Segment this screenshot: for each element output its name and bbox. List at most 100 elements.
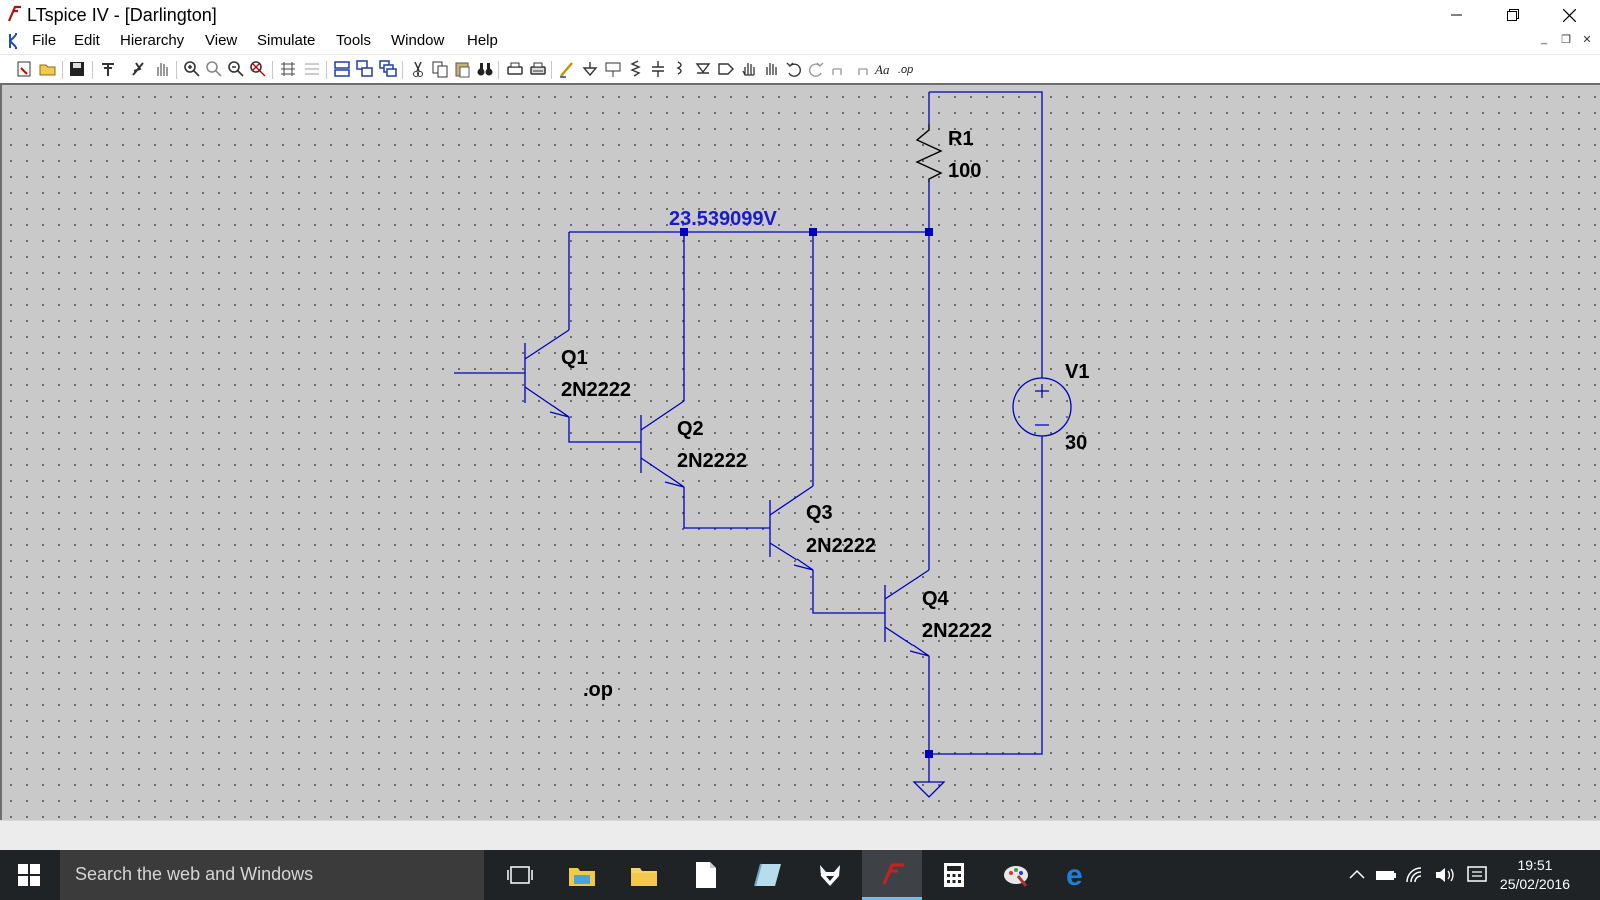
ground-symbol bbox=[912, 781, 946, 798]
undo-icon[interactable] bbox=[784, 59, 804, 79]
spice-directive-op[interactable]: .op bbox=[583, 679, 613, 701]
wire-supply-loop bbox=[929, 91, 1043, 378]
paint-icon bbox=[1004, 866, 1028, 887]
zoom-out-icon[interactable] bbox=[226, 59, 246, 79]
taskbar-app-ltspice[interactable] bbox=[862, 850, 922, 900]
q4-name-label[interactable]: Q4 bbox=[922, 588, 949, 610]
drag-icon[interactable] bbox=[761, 59, 781, 79]
taskbar-clock[interactable]: 19:51 25/02/2016 bbox=[1500, 856, 1570, 894]
menu-edit[interactable]: Edit bbox=[74, 32, 100, 49]
run-icon[interactable] bbox=[128, 59, 148, 79]
v1-value-label[interactable]: 30 bbox=[1065, 432, 1088, 454]
ground-icon[interactable] bbox=[580, 59, 600, 79]
paste-icon[interactable] bbox=[452, 59, 472, 79]
print-setup-icon[interactable] bbox=[528, 59, 548, 79]
capacitor-icon[interactable] bbox=[648, 59, 668, 79]
start-button[interactable] bbox=[0, 850, 58, 900]
r1-value-label[interactable]: 100 bbox=[948, 160, 982, 182]
inductor-icon[interactable] bbox=[670, 59, 690, 79]
print-icon[interactable] bbox=[505, 59, 525, 79]
grid-icon[interactable] bbox=[302, 59, 322, 79]
q3-value-label[interactable]: 2N2222 bbox=[806, 535, 877, 557]
v1-name-label[interactable]: V1 bbox=[1065, 361, 1090, 383]
taskbar-app-folder[interactable] bbox=[614, 850, 674, 900]
task-view-button[interactable] bbox=[490, 850, 550, 900]
zoom-pan-icon[interactable] bbox=[204, 59, 224, 79]
control-panel-icon[interactable] bbox=[98, 59, 118, 79]
status-bar bbox=[0, 820, 1600, 851]
menu-view[interactable]: View bbox=[205, 32, 238, 49]
q4-value-label[interactable]: 2N2222 bbox=[922, 620, 993, 642]
redo-icon[interactable] bbox=[806, 59, 826, 79]
task-view-icon bbox=[507, 866, 533, 884]
q1-name-label[interactable]: Q1 bbox=[561, 347, 588, 369]
minimize-button[interactable] bbox=[1434, 0, 1480, 30]
component-icon[interactable] bbox=[716, 59, 736, 79]
label-icon[interactable] bbox=[603, 59, 623, 79]
spice-directive-icon[interactable]: .op bbox=[897, 59, 917, 79]
move-icon[interactable] bbox=[739, 59, 759, 79]
toolbar: Aa .op bbox=[0, 54, 1600, 84]
new-schematic-icon[interactable] bbox=[14, 59, 34, 79]
menu-hierarchy[interactable]: Hierarchy bbox=[120, 32, 185, 49]
resistor-r1-symbol bbox=[915, 124, 943, 182]
battery-icon[interactable] bbox=[1375, 865, 1397, 885]
save-icon[interactable] bbox=[67, 59, 87, 79]
svg-text:.op: .op bbox=[898, 64, 913, 76]
taskbar-search-box[interactable]: Search the web and Windows bbox=[60, 850, 484, 900]
taskbar-app-document[interactable] bbox=[676, 850, 736, 900]
taskbar-app-generic[interactable] bbox=[738, 850, 798, 900]
taskbar-app-file-explorer[interactable] bbox=[552, 850, 612, 900]
cascade-icon[interactable] bbox=[378, 59, 398, 79]
menu-file[interactable]: File bbox=[32, 32, 57, 49]
schematic-document-icon[interactable] bbox=[6, 32, 22, 50]
wire-q1-emitter bbox=[568, 417, 641, 443]
restore-button[interactable] bbox=[1490, 0, 1536, 30]
action-center-icon[interactable] bbox=[1466, 865, 1488, 885]
halt-icon[interactable] bbox=[152, 59, 172, 79]
mdi-restore-button[interactable]: ❐ bbox=[1557, 33, 1575, 49]
q2-name-label[interactable]: Q2 bbox=[677, 418, 704, 440]
menu-tools[interactable]: Tools bbox=[336, 32, 372, 49]
menu-simulate[interactable]: Simulate bbox=[257, 32, 316, 49]
toolbar-separator bbox=[402, 61, 403, 79]
transistor-q2-symbol bbox=[640, 400, 685, 488]
toolbar-separator bbox=[551, 61, 552, 79]
clock-time: 19:51 bbox=[1517, 857, 1553, 873]
rotate-icon[interactable] bbox=[829, 59, 849, 79]
tile-horizontal-icon[interactable] bbox=[332, 59, 352, 79]
zoom-in-icon[interactable] bbox=[182, 59, 202, 79]
minimize-icon bbox=[1451, 14, 1462, 16]
tile-vertical-icon[interactable] bbox=[355, 59, 375, 79]
taskbar-app-fox[interactable] bbox=[800, 850, 860, 900]
menu-help[interactable]: Help bbox=[467, 32, 498, 49]
open-icon[interactable] bbox=[38, 59, 58, 79]
schematic-canvas[interactable]: 23.539099V R1 100 V1 30 Q1 2N2222 Q2 2N2… bbox=[0, 83, 1600, 820]
wire-icon[interactable] bbox=[557, 59, 577, 79]
mirror-icon[interactable] bbox=[851, 59, 871, 79]
cut-icon[interactable] bbox=[408, 59, 428, 79]
show-hidden-icons-icon[interactable] bbox=[1346, 865, 1368, 885]
taskbar-app-calculator[interactable] bbox=[924, 850, 984, 900]
copy-icon[interactable] bbox=[430, 59, 450, 79]
resistor-icon[interactable] bbox=[626, 59, 646, 79]
text-icon[interactable]: Aa bbox=[874, 59, 894, 79]
taskbar-app-edge[interactable]: e bbox=[1048, 850, 1108, 900]
taskbar-app-paint[interactable] bbox=[986, 850, 1046, 900]
volume-icon[interactable] bbox=[1434, 865, 1456, 885]
fox-app-icon bbox=[820, 865, 840, 886]
wifi-icon[interactable] bbox=[1405, 865, 1427, 885]
mdi-minimize-button[interactable]: _ bbox=[1535, 33, 1553, 49]
autorange-icon[interactable] bbox=[278, 59, 298, 79]
diode-icon[interactable] bbox=[693, 59, 713, 79]
q2-value-label[interactable]: 2N2222 bbox=[677, 450, 748, 472]
q3-name-label[interactable]: Q3 bbox=[806, 502, 833, 524]
mdi-close-button[interactable]: ✕ bbox=[1578, 33, 1596, 49]
close-button[interactable] bbox=[1546, 0, 1592, 30]
zoom-fit-icon[interactable] bbox=[248, 59, 268, 79]
find-icon[interactable] bbox=[475, 59, 495, 79]
q1-value-label[interactable]: 2N2222 bbox=[561, 379, 632, 401]
r1-name-label[interactable]: R1 bbox=[948, 128, 974, 150]
node-voltage-label[interactable]: 23.539099V bbox=[669, 208, 777, 230]
menu-window[interactable]: Window bbox=[391, 32, 445, 49]
